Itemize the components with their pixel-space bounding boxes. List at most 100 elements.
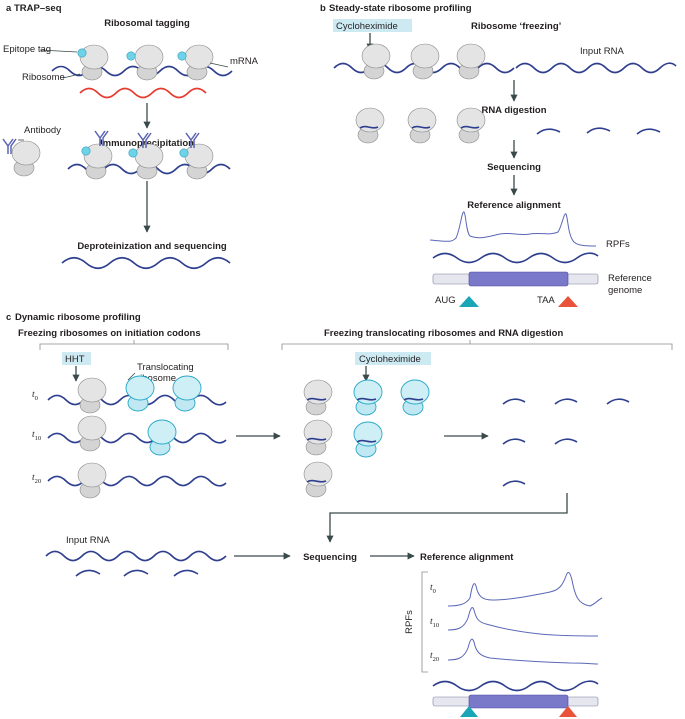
epitope-tag-icon <box>128 148 138 158</box>
alignment-mrna-c <box>432 680 599 692</box>
input-rna <box>515 62 677 74</box>
rpf-fragment <box>356 397 377 401</box>
profile-t10-label: t10 <box>430 617 439 629</box>
start-codon-marker-c <box>460 706 478 717</box>
translocating-ribosome <box>172 375 202 412</box>
ribosome <box>77 462 107 499</box>
alignment-mrna <box>432 252 599 264</box>
cds-region <box>468 271 569 287</box>
rpf-profile <box>429 211 597 247</box>
label-freezing: Ribosome ‘freezing’ <box>471 21 561 32</box>
profile-t20-label: t20 <box>430 651 439 663</box>
label-taa: TAA <box>537 295 555 306</box>
profile-t0 <box>447 572 603 607</box>
rna-fragment <box>636 128 661 135</box>
bracket-right-label: Freezing translocating ribosomes and RNA… <box>324 328 563 339</box>
translocating-ribosome <box>353 421 383 458</box>
ribosome <box>456 107 486 144</box>
cycloheximide-box-2 <box>355 352 431 365</box>
final-mrna <box>61 256 231 270</box>
label-mrna: mRNA <box>230 56 259 67</box>
panel-b-title: Steady-state ribosome profiling <box>329 3 472 14</box>
cycloheximide-box <box>333 19 412 32</box>
panel-b-letter: b <box>320 3 326 14</box>
epitope-tag-icon <box>177 51 187 61</box>
ribosome <box>303 419 333 456</box>
label-ribosome: Ribosome <box>22 72 65 83</box>
step-reference-alignment: Reference alignment <box>467 200 561 211</box>
connector-arrow <box>326 493 568 543</box>
label-genome: genome <box>608 285 642 296</box>
translocating-ribosome <box>147 419 177 456</box>
translocating-ribosome <box>353 379 383 416</box>
rna-fragment <box>173 569 199 577</box>
bracket-left-label: Freezing ribosomes on initiation codons <box>18 328 201 339</box>
label-reference: Reference <box>608 273 652 284</box>
translocating-ribosome <box>125 375 155 412</box>
leader-line <box>209 62 229 68</box>
cds-region-c <box>468 694 569 709</box>
rna-fragment <box>123 569 149 577</box>
label-rpfs: RPFs <box>606 239 630 250</box>
ribosome <box>456 43 486 80</box>
leader-line <box>127 372 136 381</box>
panel-a-title: TRAP–seq <box>14 3 62 14</box>
label-antibody: Antibody <box>24 125 61 136</box>
label-input-rna-c: Input RNA <box>66 535 110 546</box>
label-epitope-tag: Epitope tag <box>3 44 51 55</box>
epitope-tag-icon <box>81 146 91 156</box>
panel-c: c Dynamic ribosome profiling Freezing ri… <box>6 312 673 717</box>
profile-t10 <box>447 607 599 637</box>
panel-a: a TRAP–seq Ribosomal tagging Epitope tag… <box>2 3 259 270</box>
label-aug: AUG <box>435 295 456 306</box>
ribosome <box>407 107 437 144</box>
ribosome <box>355 107 385 144</box>
ribosome <box>184 143 214 180</box>
leader-line <box>39 49 78 53</box>
step-sequencing: Sequencing <box>487 162 541 173</box>
mrna-t20 <box>47 475 227 487</box>
t20-label: t20 <box>32 473 41 485</box>
ribosome <box>11 140 41 177</box>
step-reference-alignment-c: Reference alignment <box>420 552 514 563</box>
ribosome <box>303 461 333 498</box>
panel-a-letter: a <box>6 3 12 14</box>
untagged-mrna <box>79 87 207 99</box>
step-sequencing-c: Sequencing <box>303 552 357 563</box>
label-translocating: Translocating <box>137 362 194 373</box>
ribosome <box>361 43 391 80</box>
drug-cycloheximide: Cycloheximide <box>336 21 398 32</box>
rpf-fragment <box>359 125 379 129</box>
bracket-left <box>39 340 229 350</box>
rpf-fragment <box>306 437 327 441</box>
ribosome <box>77 377 107 414</box>
step-deproteinization: Deproteinization and sequencing <box>77 241 227 252</box>
t10-label: t10 <box>32 430 41 442</box>
rna-fragment <box>586 127 611 134</box>
ribosome <box>184 44 214 81</box>
rpf-fragment <box>306 479 327 483</box>
drug-hht: HHT <box>65 354 85 365</box>
rna-fragment <box>536 128 561 135</box>
label-rpfs-c: RPFs <box>404 610 415 634</box>
rna-fragment <box>75 569 101 577</box>
drug-cycloheximide-2: Cycloheximide <box>359 354 421 365</box>
profile-t20 <box>447 638 599 665</box>
rpf-fragment <box>356 439 377 443</box>
ribosome <box>134 44 164 81</box>
rna-fragment <box>554 438 578 445</box>
ribosome <box>303 379 333 416</box>
leader-line <box>62 73 81 79</box>
stop-codon-marker-c <box>559 706 577 717</box>
rpf-fragment <box>460 125 480 129</box>
rpf-fragment <box>403 397 424 401</box>
mrna-t10 <box>47 432 227 444</box>
input-rna-c <box>45 550 227 562</box>
label-translocating-2: ribosome <box>137 373 176 384</box>
epitope-tag-icon <box>77 48 87 58</box>
panel-c-title: Dynamic ribosome profiling <box>15 312 141 323</box>
epitope-tag-icon <box>126 51 136 61</box>
stop-codon-marker <box>558 296 578 307</box>
rna-fragment <box>554 398 578 405</box>
hht-box <box>62 352 91 365</box>
